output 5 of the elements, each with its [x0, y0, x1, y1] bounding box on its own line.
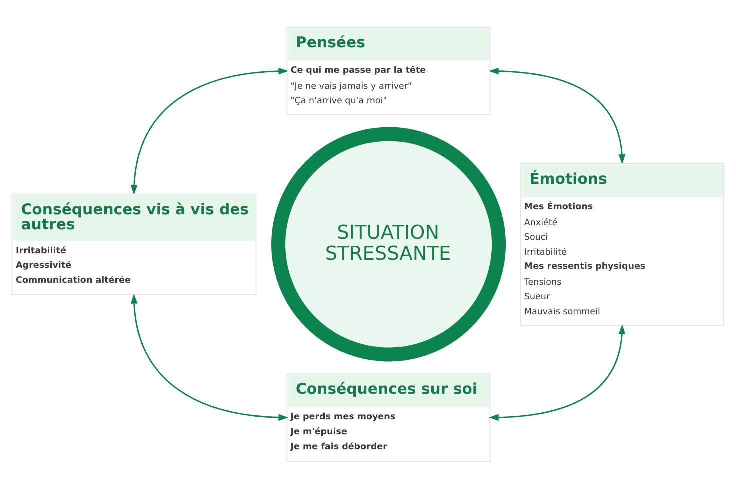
arrow [489, 324, 626, 422]
arrow [130, 68, 289, 195]
arrow [489, 68, 626, 164]
arrow [130, 294, 289, 422]
node-circle: SITUATION STRESSANTE [272, 127, 506, 362]
